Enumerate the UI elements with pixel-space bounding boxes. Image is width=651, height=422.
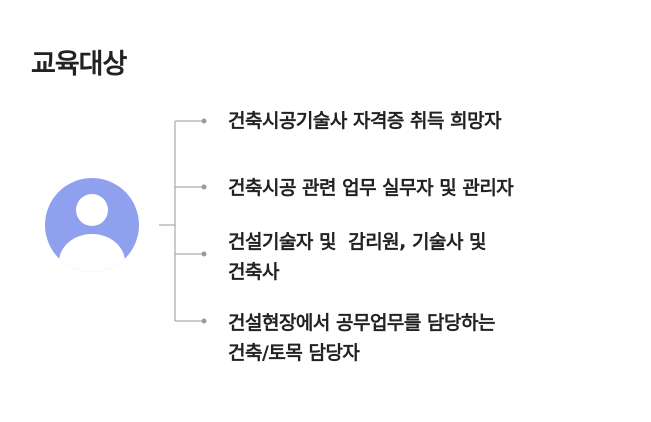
bullet-dot-4: [201, 318, 207, 324]
target-item-3-line1: 건설기술자 및 감리원, 기술사 및: [228, 231, 487, 253]
bullet-dot-1: [201, 118, 207, 124]
target-item-4-line2: 건축/토목 담당자: [228, 342, 360, 364]
bullet-dot-2: [201, 184, 207, 190]
target-item-1: 건축시공기술사 자격증 취득 희망자: [228, 106, 502, 136]
target-item-2-line1: 건축시공 관련 업무 실무자 및 관리자: [228, 177, 514, 199]
target-item-4-line1: 건설현장에서 공무업무를 담당하는: [228, 312, 495, 334]
user-avatar-icon: [45, 178, 139, 272]
bullet-dot-3: [201, 251, 207, 257]
target-item-2: 건축시공 관련 업무 실무자 및 관리자: [228, 173, 514, 203]
section-title: 교육대상: [31, 49, 127, 80]
target-item-1-line1: 건축시공기술사 자격증 취득 희망자: [228, 110, 502, 132]
target-item-3-line2: 건축사: [228, 261, 279, 283]
